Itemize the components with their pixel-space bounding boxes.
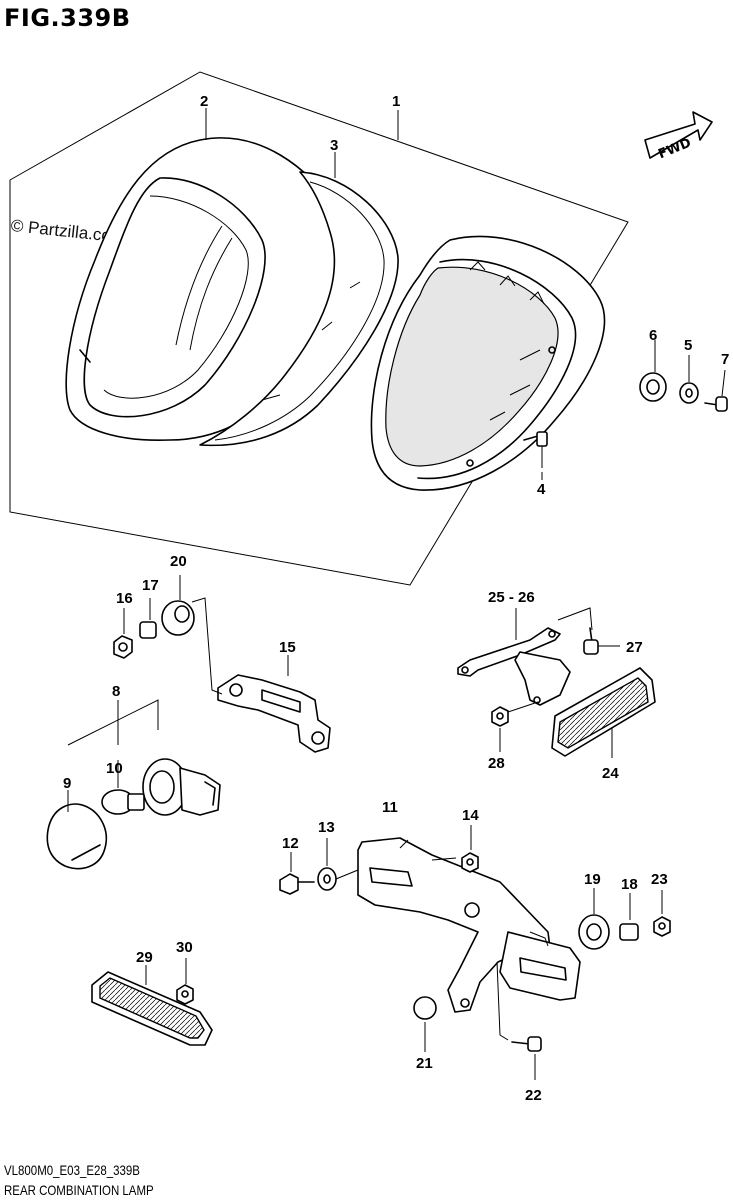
part-6-grommet[interactable] xyxy=(639,340,667,402)
part-12-bolt[interactable] xyxy=(279,852,315,895)
part-28-nut[interactable] xyxy=(491,701,539,752)
callout-1[interactable]: 1 xyxy=(392,93,400,110)
part-29-reflector[interactable] xyxy=(91,965,213,1046)
diagram-code: VL800M0_E03_E28_339B xyxy=(4,1162,140,1178)
callout-30[interactable]: 30 xyxy=(176,939,193,956)
callout-10[interactable]: 10 xyxy=(106,760,123,777)
part-5-washer[interactable] xyxy=(679,355,699,404)
part-2-housing[interactable] xyxy=(65,137,345,442)
part-21-cap[interactable] xyxy=(413,996,437,1052)
figure-title: FIG.339B xyxy=(4,4,131,32)
callout-11[interactable]: 11 xyxy=(382,799,398,816)
callout-18[interactable]: 18 xyxy=(621,876,638,893)
part-27-screw[interactable] xyxy=(583,627,620,655)
part-24-reflector[interactable] xyxy=(551,667,656,758)
callout-3[interactable]: 3 xyxy=(330,137,338,154)
callout-5[interactable]: 5 xyxy=(684,337,692,354)
part-1-lens-unit[interactable] xyxy=(370,235,606,491)
callout-6[interactable]: 6 xyxy=(649,327,657,344)
part-25-26-bracket[interactable] xyxy=(457,607,593,706)
callout-23[interactable]: 23 xyxy=(651,871,668,888)
callout-15[interactable]: 15 xyxy=(279,639,296,656)
part-15-bracket[interactable] xyxy=(191,597,331,753)
callout-28[interactable]: 28 xyxy=(488,755,505,772)
callout-21[interactable]: 21 xyxy=(416,1055,433,1072)
part-18-cap[interactable] xyxy=(619,893,639,941)
diagram-name: REAR COMBINATION LAMP xyxy=(4,1182,154,1198)
callout-4[interactable]: 4 xyxy=(537,481,546,498)
part-23-nut[interactable] xyxy=(653,890,671,937)
callout-20[interactable]: 20 xyxy=(170,553,187,570)
callout-19[interactable]: 19 xyxy=(584,871,601,888)
callout-8[interactable]: 8 xyxy=(112,683,120,700)
part-4-screw[interactable] xyxy=(523,431,548,468)
part-7-screw[interactable] xyxy=(704,369,728,412)
part-19-grommet[interactable] xyxy=(578,888,610,950)
callout-12[interactable]: 12 xyxy=(282,835,299,852)
fwd-arrow-icon: FWD xyxy=(644,111,713,162)
callout-24[interactable]: 24 xyxy=(602,765,619,782)
part-8-socket[interactable] xyxy=(142,758,221,816)
part-10-bulb[interactable] xyxy=(101,760,145,815)
part-3-gasket[interactable] xyxy=(199,171,399,447)
callout-17[interactable]: 17 xyxy=(142,577,159,594)
part-17-cap[interactable] xyxy=(139,598,157,639)
part-20-grommet[interactable] xyxy=(161,575,195,636)
part-9-lens-cap[interactable] xyxy=(46,790,107,870)
callouts: 1 2 3 4 5 6 7 8 9 10 11 12 13 14 15 16 1… xyxy=(63,93,729,1104)
callout-7[interactable]: 7 xyxy=(721,351,729,368)
part-11-bracket[interactable] xyxy=(357,837,581,1041)
callout-25-26[interactable]: 25 - 26 xyxy=(488,589,535,606)
callout-22[interactable]: 22 xyxy=(525,1087,542,1104)
part-22-screw[interactable] xyxy=(511,1036,542,1080)
callout-29[interactable]: 29 xyxy=(136,949,153,966)
callout-13[interactable]: 13 xyxy=(318,819,335,836)
callout-9[interactable]: 9 xyxy=(63,775,71,792)
leader-lines xyxy=(205,108,543,480)
part-30-nut[interactable] xyxy=(176,958,194,1005)
part-16-nut[interactable] xyxy=(113,608,133,659)
callout-27[interactable]: 27 xyxy=(626,639,643,656)
part-8-leader xyxy=(67,699,159,746)
callout-2[interactable]: 2 xyxy=(200,93,208,110)
callout-16[interactable]: 16 xyxy=(116,590,133,607)
part-13-washer[interactable] xyxy=(317,838,359,891)
part-14-nut[interactable] xyxy=(461,825,479,873)
callout-14[interactable]: 14 xyxy=(462,807,479,824)
